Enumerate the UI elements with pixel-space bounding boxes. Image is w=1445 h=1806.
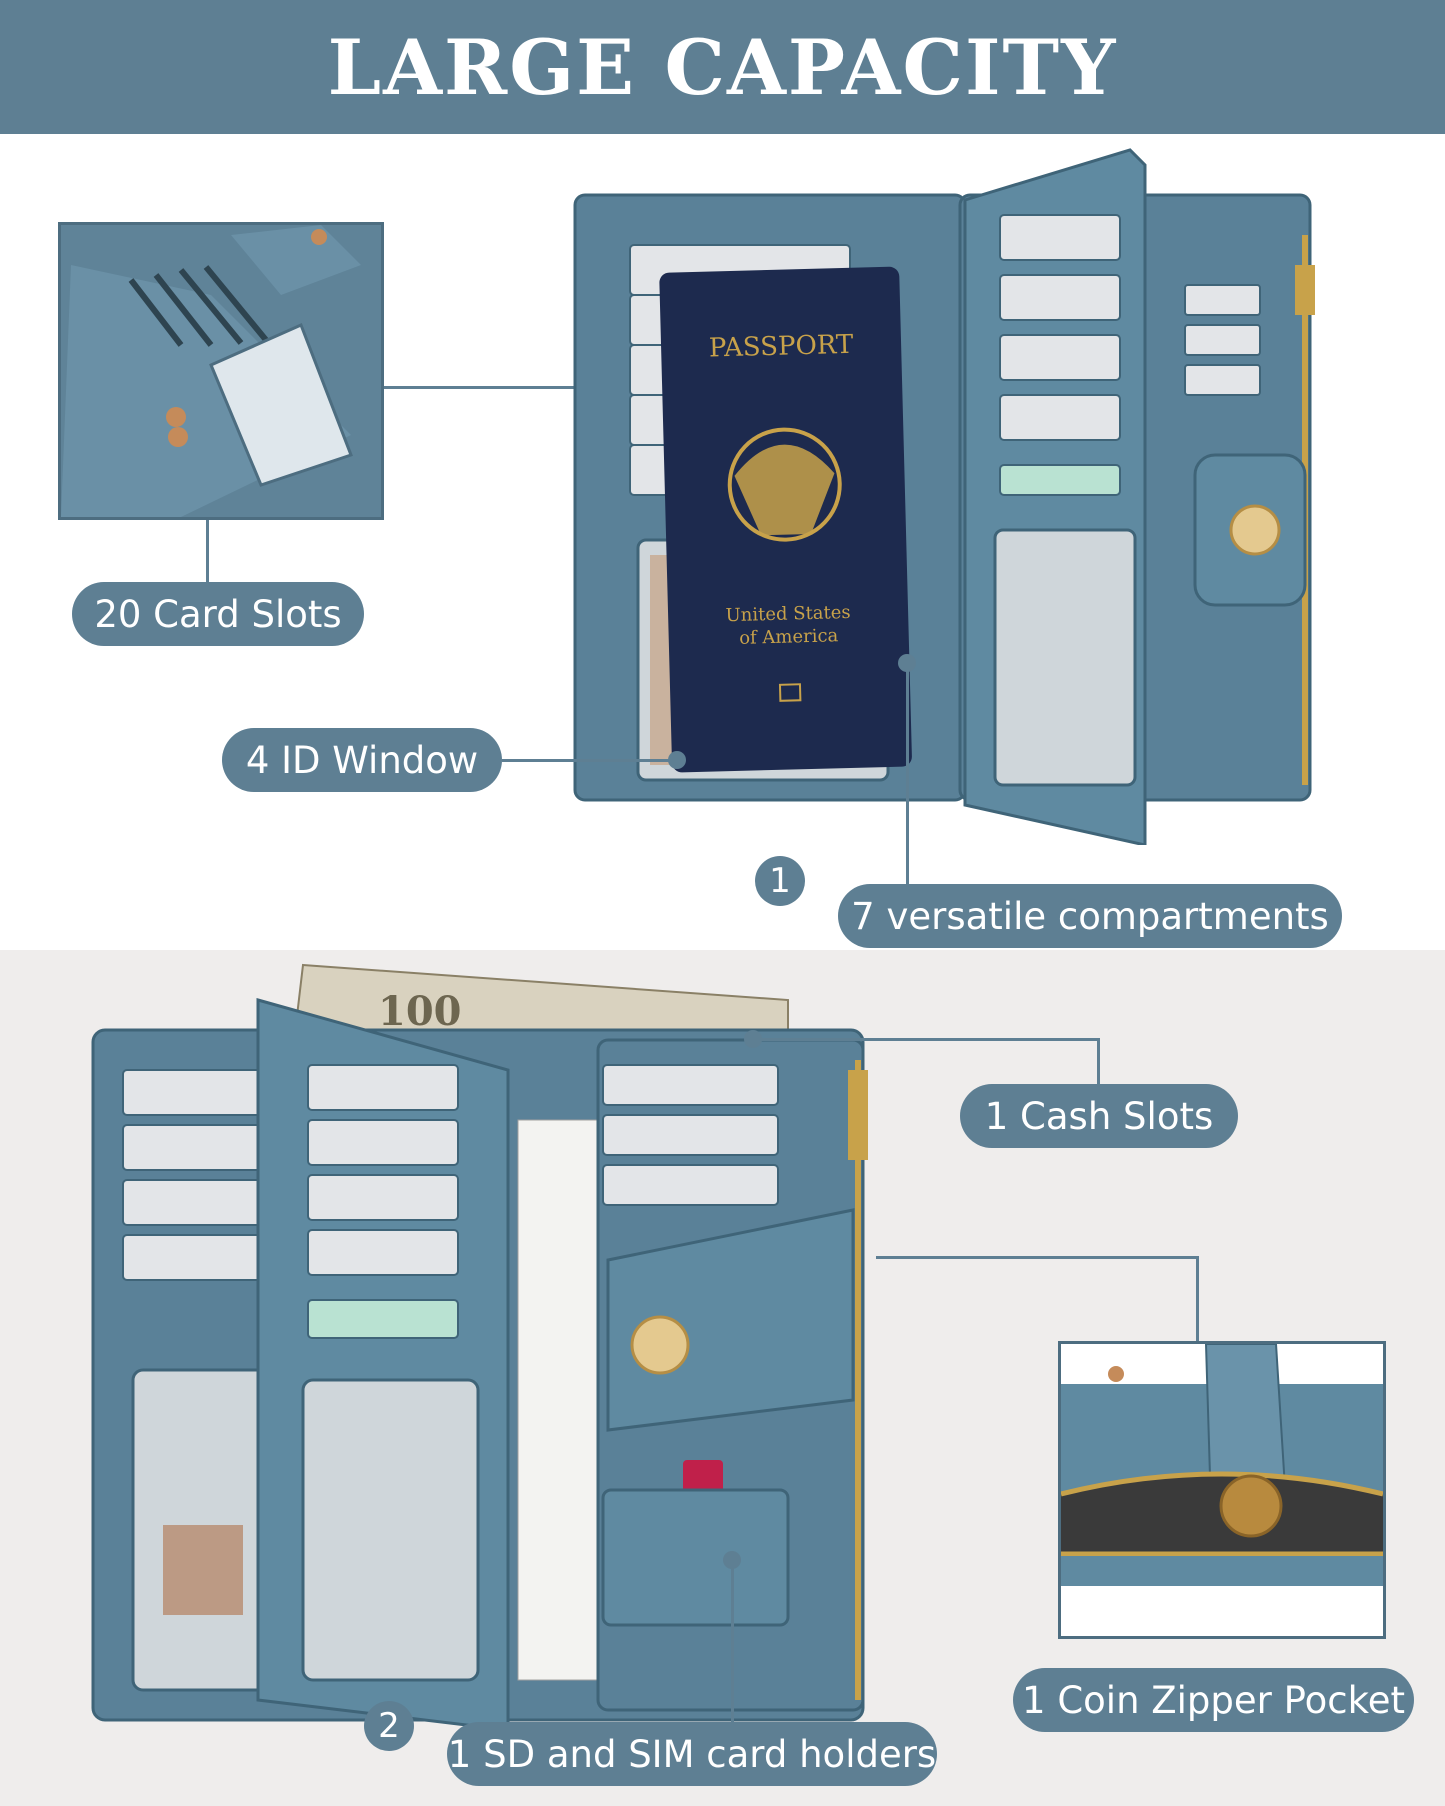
- cash-slots-label: 1 Cash Slots: [960, 1084, 1238, 1148]
- header-banner: LARGE CAPACITY: [0, 0, 1445, 134]
- connector-dot: [668, 751, 686, 769]
- compartments-label: 7 versatile compartments: [838, 884, 1342, 948]
- connector-line: [502, 759, 677, 762]
- bill-denomination: 100: [378, 988, 462, 1035]
- connector-dot: [898, 654, 916, 672]
- connector-dot: [744, 1030, 762, 1048]
- section-number-badge: 1: [755, 856, 805, 906]
- coin-pocket-label: 1 Coin Zipper Pocket: [1013, 1668, 1414, 1732]
- connector-line: [206, 520, 209, 582]
- connector-line: [731, 1565, 734, 1753]
- connector-line: [384, 386, 582, 389]
- page-title: LARGE CAPACITY: [327, 22, 1118, 112]
- passport-country-line2: of America: [739, 625, 839, 649]
- passport-title: PASSPORT: [709, 330, 855, 364]
- open-wallet-with-cash-image: 100: [88, 960, 898, 1760]
- passport-country-line1: United States: [725, 602, 851, 626]
- connector-line: [760, 1038, 1098, 1041]
- card-slots-closeup-image: [58, 222, 384, 520]
- coin-pocket-closeup-image: [1058, 1341, 1386, 1639]
- connector-dot: [723, 1551, 741, 1569]
- sd-sim-holders-label: 1 SD and SIM card holders: [447, 1722, 937, 1786]
- connector-line: [1097, 1038, 1100, 1086]
- connector-line: [906, 668, 909, 886]
- connector-line: [876, 1256, 1197, 1259]
- connector-line: [1196, 1256, 1199, 1342]
- card-slots-label: 20 Card Slots: [72, 582, 364, 646]
- section-number-badge: 2: [364, 1701, 414, 1751]
- id-window-label: 4 ID Window: [222, 728, 502, 792]
- open-wallet-with-passport-image: PASSPORT United States of America: [570, 145, 1320, 845]
